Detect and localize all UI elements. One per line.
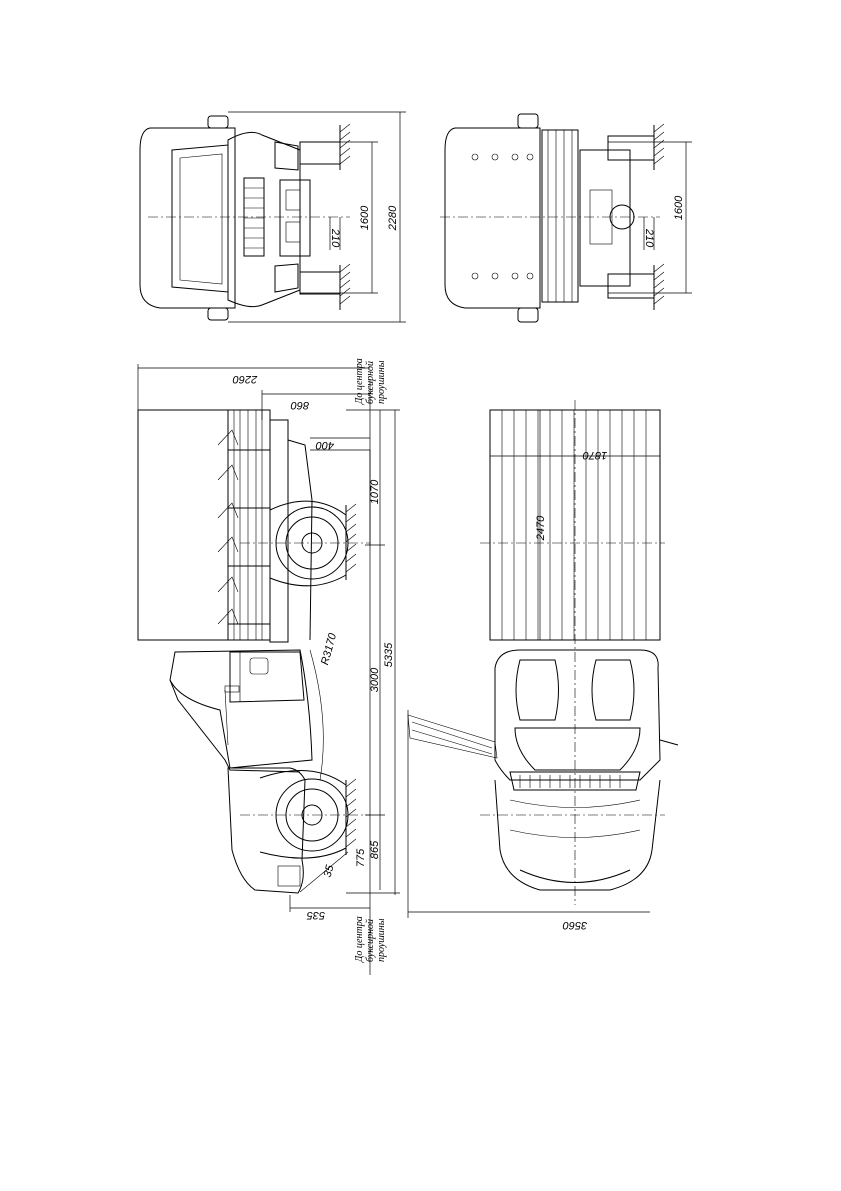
tow-note-top: До центра буксирной проушины	[354, 358, 387, 405]
top-door-span-dim: 3560	[562, 919, 587, 931]
side-front-offset-dim: 775	[355, 848, 367, 867]
side-wheelbase-dim: 3000	[369, 667, 381, 692]
rear-track-dim: 1600	[673, 195, 685, 220]
front-width-dim: 2280	[387, 205, 399, 231]
side-view: 2260 860 400 1070 R3170 5335 3000 775 86…	[138, 358, 400, 975]
top-bed-width-dim: 1870	[582, 449, 607, 461]
rear-clearance-dim: 210	[643, 228, 655, 248]
svg-text:проушины: проушины	[376, 360, 387, 404]
front-clearance-dim: 210	[329, 228, 341, 248]
top-view: 1870 2470 3560	[408, 400, 678, 931]
front-view: 1600 2280 210	[140, 112, 406, 322]
side-angle-dim: 35	[322, 863, 337, 879]
side-rear-overhang-dim: 400	[315, 439, 334, 451]
side-front-tow-dim: 535	[306, 909, 325, 921]
top-bed-length-dim: 2470	[535, 515, 547, 541]
svg-text:буксирной: буксирной	[365, 919, 376, 962]
rear-view: 1600 210	[440, 114, 692, 322]
side-width-dim: 2260	[232, 373, 258, 385]
svg-text:До центра: До центра	[354, 916, 365, 963]
front-track-dim: 1600	[359, 205, 371, 230]
side-radius-dim: R3170	[319, 631, 339, 666]
svg-text:До центра: До центра	[354, 358, 365, 405]
side-length-dim: 5335	[383, 642, 395, 667]
side-front-overhang-dim: 865	[369, 840, 381, 859]
side-axle-offset-dim: 1070	[369, 479, 381, 504]
svg-text:буксирной: буксирной	[365, 361, 376, 404]
tow-note-bottom: До центра буксирной проушины	[354, 916, 387, 963]
side-rear-tow-dim: 860	[290, 399, 309, 411]
svg-text:проушины: проушины	[376, 918, 387, 962]
